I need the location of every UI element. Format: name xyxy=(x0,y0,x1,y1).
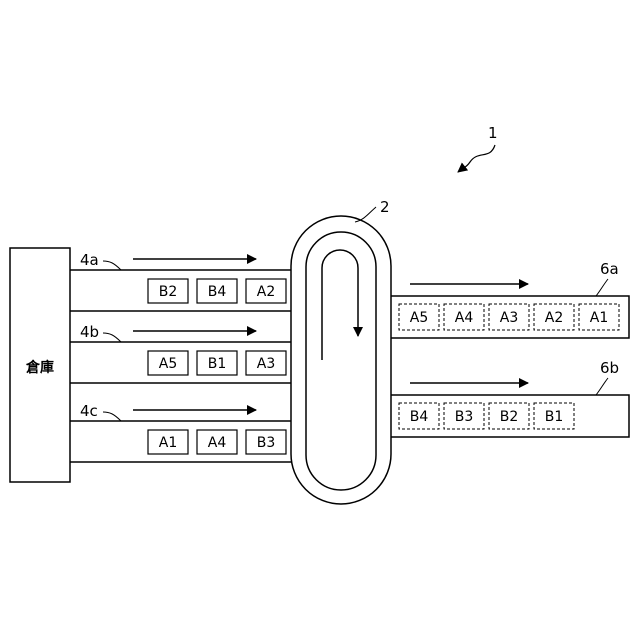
line-ref-label: 4b xyxy=(80,323,99,341)
system-ref-leader xyxy=(458,145,495,172)
input-line-4c: 4cA1 A4 B3 xyxy=(70,402,292,462)
output-line-6a: 6aA5 A4 A3 A2 A1 xyxy=(390,260,629,338)
warehouse-label: 倉庫 xyxy=(25,359,54,376)
package-label: A3 xyxy=(257,356,275,372)
package-label: A4 xyxy=(208,435,227,451)
ref-leader xyxy=(103,333,121,342)
package-label: A5 xyxy=(410,310,428,326)
package-label: B1 xyxy=(208,356,227,372)
input-line-4a: 4aB2 B4 A2 xyxy=(70,251,292,311)
package-label: A5 xyxy=(159,356,177,372)
package-label: A4 xyxy=(455,310,474,326)
output-conveyors: 6aA5 A4 A3 A2 A1 6bB4 B3 B2 B1 xyxy=(390,260,629,437)
line-ref-label: 6a xyxy=(600,260,619,278)
input-line-4b: 4bA5 B1 A3 xyxy=(70,323,292,383)
line-ref-label: 6b xyxy=(600,359,619,377)
package-label: B4 xyxy=(410,409,429,425)
ref-leader xyxy=(596,378,608,395)
ref-leader xyxy=(103,412,121,421)
package-label: A1 xyxy=(159,435,177,451)
loop-ref-label: 2 xyxy=(380,198,390,216)
ref-leader xyxy=(596,279,608,296)
output-line-6b: 6bB4 B3 B2 B1 xyxy=(390,359,629,437)
package-label: A3 xyxy=(500,310,518,326)
package-label: B3 xyxy=(257,435,276,451)
ref-leader xyxy=(103,261,121,270)
package-label: B4 xyxy=(208,284,227,300)
package-label: A2 xyxy=(257,284,275,300)
package-label: A2 xyxy=(545,310,563,326)
line-ref-label: 4a xyxy=(80,251,99,269)
system-ref-label: 1 xyxy=(488,124,498,142)
package-label: B3 xyxy=(455,409,474,425)
line-ref-label: 4c xyxy=(80,402,98,420)
package-label: A1 xyxy=(590,310,608,326)
package-label: B2 xyxy=(159,284,178,300)
package-label: B1 xyxy=(545,409,564,425)
input-conveyors: 4aB2 B4 A2 4bA5 B1 A3 4cA1 A4 B3 xyxy=(70,251,292,462)
package-label: B2 xyxy=(500,409,519,425)
